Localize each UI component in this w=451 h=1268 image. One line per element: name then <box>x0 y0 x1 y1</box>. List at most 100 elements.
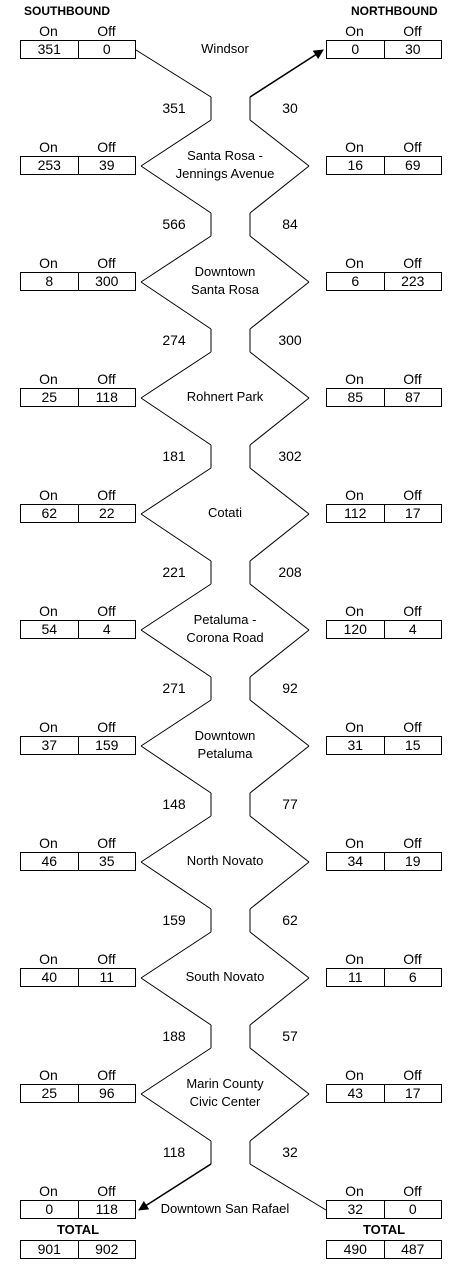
southbound-on-label: On <box>39 603 58 619</box>
southbound-total-label: TOTAL <box>56 1222 100 1237</box>
northbound-station-box: 85 87 <box>326 388 442 407</box>
station-name-line: Downtown San Rafael <box>160 1201 290 1216</box>
northbound-on-count: 0 <box>351 41 360 57</box>
southbound-segment-load: 274 <box>162 331 186 348</box>
northbound-off-count: 87 <box>383 389 442 406</box>
southbound-flow-line <box>140 977 212 1026</box>
southbound-on-label: On <box>39 23 58 39</box>
southbound-off-label: Off <box>97 1183 116 1199</box>
southbound-total-on: 901 <box>37 1241 61 1257</box>
southbound-off-count: 4 <box>77 621 136 638</box>
northbound-on-count: 112 <box>344 505 367 521</box>
northbound-on-count: 11 <box>347 969 363 985</box>
southbound-on-count: 40 <box>41 969 58 985</box>
northbound-flow-line <box>249 235 310 283</box>
station-name-line: Petaluma - <box>193 612 257 627</box>
southbound-total-box: 901 902 <box>20 1240 136 1259</box>
southbound-off-count: 35 <box>77 853 136 870</box>
southbound-on-count: 8 <box>45 273 54 289</box>
northbound-off-label: Off <box>403 371 422 387</box>
northbound-off-label: Off <box>403 23 422 39</box>
station-name-line: Rohnert Park <box>186 389 264 404</box>
southbound-flow-line <box>140 467 212 515</box>
southbound-arrow <box>138 1163 212 1211</box>
northbound-off-label: Off <box>403 255 422 271</box>
northbound-off-label: Off <box>403 1067 422 1083</box>
station-name: Petaluma - Corona Road <box>145 611 305 647</box>
station-name-line: Corona Road <box>186 630 264 645</box>
station-name-line: Jennings Avenue <box>175 166 275 181</box>
northbound-segment-load: 84 <box>282 215 298 232</box>
northbound-flow-line <box>249 931 310 979</box>
northbound-flow-line <box>249 513 310 562</box>
southbound-segment-load: 148 <box>162 795 186 812</box>
southbound-off-count: 11 <box>77 969 136 986</box>
southbound-on-count: 0 <box>45 1201 54 1217</box>
northbound-station-box: 6 223 <box>326 272 442 291</box>
station-name: Windsor <box>145 40 305 58</box>
northbound-total-box: 490 487 <box>326 1240 442 1259</box>
northbound-on-label: On <box>345 951 364 967</box>
southbound-flow-line <box>140 397 212 446</box>
southbound-off-label: Off <box>97 1067 116 1083</box>
southbound-station-box: 0 118 <box>20 1200 136 1219</box>
northbound-off-count: 19 <box>383 853 442 870</box>
northbound-segment-load: 57 <box>282 1027 298 1044</box>
southbound-flow-line <box>140 235 212 283</box>
northbound-flow-line <box>249 467 310 515</box>
northbound-segment-load: 30 <box>282 99 298 116</box>
northbound-flow-line <box>249 397 310 446</box>
northbound-flow-line <box>249 1163 327 1211</box>
station-name-line: Downtown <box>194 264 256 279</box>
southbound-flow-line <box>140 629 212 678</box>
southbound-station-box: 25 96 <box>20 1084 136 1103</box>
northbound-off-count: 0 <box>383 1201 442 1218</box>
northbound-station-box: 120 4 <box>326 620 442 639</box>
southbound-segment-load: 221 <box>162 563 186 580</box>
southbound-off-count: 0 <box>77 41 136 58</box>
southbound-on-label: On <box>39 1183 58 1199</box>
southbound-flow-line <box>140 165 212 214</box>
northbound-on-count: 120 <box>343 621 367 637</box>
northbound-segment-load: 62 <box>282 911 298 928</box>
northbound-total-label: TOTAL <box>362 1222 406 1237</box>
station-name: Rohnert Park <box>145 388 305 406</box>
station-name-line: Marin County <box>186 1076 264 1091</box>
northbound-off-label: Off <box>403 139 422 155</box>
southbound-off-count: 96 <box>77 1085 136 1102</box>
southbound-off-label: Off <box>97 719 116 735</box>
southbound-segment-load: 351 <box>162 99 186 116</box>
northbound-flow-line <box>249 165 310 214</box>
southbound-off-count: 22 <box>77 505 136 522</box>
northbound-header: NORTHBOUND <box>351 4 438 18</box>
southbound-off-label: Off <box>97 487 116 503</box>
northbound-flow-line <box>249 119 310 167</box>
northbound-on-count: 6 <box>351 273 360 289</box>
northbound-off-count: 4 <box>383 621 442 638</box>
northbound-off-label: Off <box>403 487 422 503</box>
southbound-flow-line <box>140 931 212 979</box>
northbound-on-count: 85 <box>347 389 364 405</box>
southbound-flow-line <box>140 513 212 562</box>
northbound-segment-load: 300 <box>278 331 302 348</box>
northbound-off-count: 223 <box>383 273 442 290</box>
southbound-off-count: 118 <box>77 1201 136 1218</box>
southbound-on-count: 25 <box>41 1085 58 1101</box>
station-name-line: Civic Center <box>189 1094 261 1109</box>
southbound-off-count: 39 <box>77 157 136 174</box>
station-name: Santa Rosa -Jennings Avenue <box>145 147 305 183</box>
southbound-flow-line <box>140 699 212 747</box>
southbound-on-label: On <box>39 139 58 155</box>
southbound-on-count: 62 <box>41 505 58 521</box>
northbound-off-label: Off <box>403 719 422 735</box>
northbound-arrow <box>249 49 324 98</box>
